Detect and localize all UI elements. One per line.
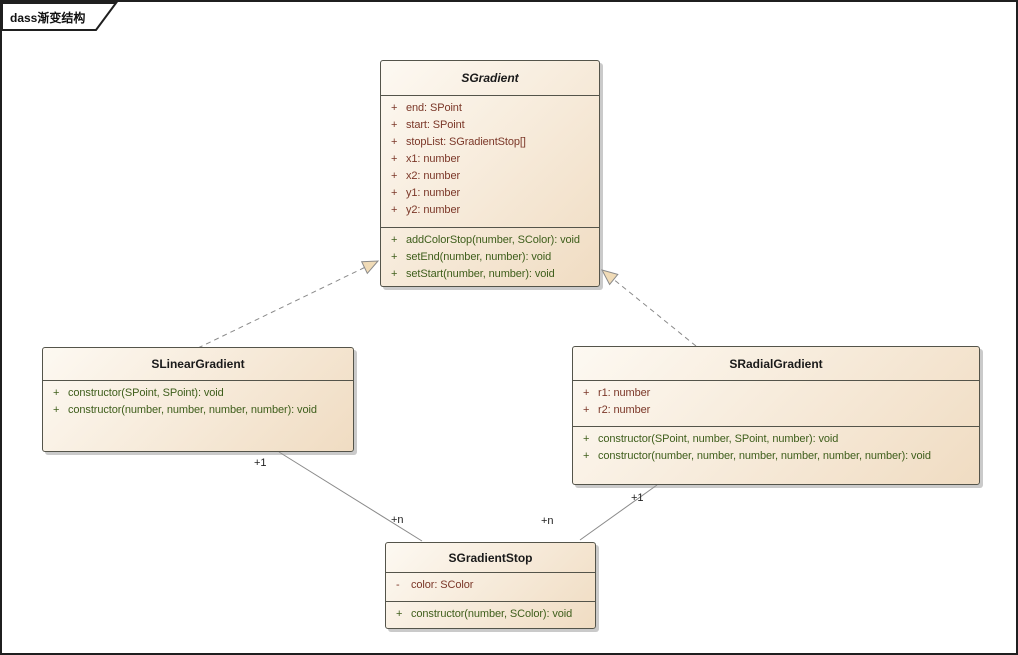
attribute-text: stopList: SGradientStop[]	[406, 136, 526, 148]
visibility-sign: +	[583, 450, 590, 462]
attribute-text: x2: number	[406, 170, 461, 182]
method-row[interactable]: + constructor(SPoint, number, SPoint, num…	[583, 431, 975, 448]
attribute-row[interactable]: + stopList: SGradientStop[]	[391, 134, 595, 151]
visibility-sign: -	[396, 579, 400, 591]
multiplicity-label-radial-source: +1	[631, 492, 644, 504]
multiplicity-label-linear-source: +1	[254, 457, 267, 469]
class-box-slineargradient[interactable]: SLinearGradient + constructor(SPoint, SPo…	[42, 347, 354, 452]
visibility-sign: +	[391, 170, 398, 182]
class-name: SRadialGradient	[729, 356, 823, 371]
frame-tab-label: dass渐变结构	[10, 11, 86, 25]
method-row[interactable]: + constructor(SPoint, SPoint): void	[53, 385, 349, 402]
method-text: constructor(SPoint, number, SPoint, numb…	[598, 433, 839, 445]
class-box-sgradientstop[interactable]: SGradientStop -color: SColor + constructo…	[385, 542, 596, 629]
method-text: setStart(number, number): void	[406, 268, 555, 280]
attribute-text: y1: number	[406, 187, 461, 199]
multiplicity-label-linear-target: +n	[391, 514, 404, 526]
visibility-sign: +	[391, 153, 398, 165]
attribute-text: y2: number	[406, 204, 461, 216]
class-name: SLinearGradient	[151, 357, 245, 371]
visibility-sign: +	[391, 204, 398, 216]
attribute-text: color: SColor	[411, 579, 474, 591]
method-row[interactable]: + constructor(number, number, number, num…	[583, 448, 975, 465]
attributes-compartment: + r1: number + r2: number	[573, 380, 979, 426]
attribute-row[interactable]: + y2: number	[391, 202, 595, 219]
visibility-sign: +	[53, 404, 60, 416]
class-title: SRadialGradient	[573, 347, 979, 380]
visibility-sign: +	[53, 387, 60, 399]
method-text: constructor(number, number, number, numb…	[598, 450, 931, 462]
attribute-row[interactable]: + start: SPoint	[391, 117, 595, 134]
method-text: constructor(number, SColor): void	[411, 608, 573, 620]
attribute-text: r1: number	[598, 387, 651, 399]
attributes-compartment: -color: SColor	[386, 572, 595, 601]
class-title: SGradientStop	[386, 543, 595, 572]
attribute-text: start: SPoint	[406, 119, 465, 131]
visibility-sign: +	[391, 234, 398, 246]
method-row[interactable]: + addColorStop(number, SColor): void	[391, 232, 595, 249]
method-text: constructor(SPoint, SPoint): void	[68, 387, 224, 399]
attribute-row[interactable]: + x1: number	[391, 151, 595, 168]
attribute-text: x1: number	[406, 153, 461, 165]
class-name: SGradient	[461, 71, 519, 85]
methods-compartment: + constructor(SPoint, SPoint): void + cons…	[43, 380, 353, 451]
method-row[interactable]: + constructor(number, number, number, num…	[53, 402, 349, 419]
visibility-sign: +	[396, 608, 403, 620]
class-name: SGradientStop	[448, 550, 533, 565]
visibility-sign: +	[583, 433, 590, 445]
methods-compartment: + constructor(number, SColor): void	[386, 601, 595, 628]
methods-compartment: + addColorStop(number, SColor): void + set…	[381, 227, 599, 286]
association-radial-to-stop[interactable]	[579, 484, 658, 541]
generalization-arrowhead-right-icon	[601, 269, 619, 286]
attribute-row[interactable]: + r1: number	[583, 385, 975, 402]
visibility-sign: +	[391, 268, 398, 280]
visibility-sign: +	[391, 251, 398, 263]
visibility-sign: +	[391, 119, 398, 131]
attribute-row[interactable]: + r2: number	[583, 402, 975, 419]
class-title: SLinearGradient	[43, 348, 353, 380]
class-title: SGradient	[381, 61, 599, 95]
multiplicity-label-radial-target: +n	[541, 515, 554, 527]
association-linear-to-stop[interactable]	[278, 451, 423, 542]
method-row[interactable]: + setEnd(number, number): void	[391, 249, 595, 266]
method-text: setEnd(number, number): void	[406, 251, 552, 263]
class-box-sgradient[interactable]: SGradient + end: SPoint + start: SPoint + s…	[380, 60, 600, 287]
method-text: addColorStop(number, SColor): void	[406, 234, 580, 246]
visibility-sign: +	[391, 136, 398, 148]
attribute-row[interactable]: + end: SPoint	[391, 100, 595, 117]
method-text: constructor(number, number, number, numb…	[68, 404, 317, 416]
method-row[interactable]: + setStart(number, number): void	[391, 266, 595, 283]
generalization-radial-to-sgradient[interactable]	[613, 279, 697, 347]
visibility-sign: +	[391, 187, 398, 199]
attribute-row[interactable]: -color: SColor	[396, 577, 591, 594]
class-box-sradialgradient[interactable]: SRadialGradient +r1: number +r2: number …	[572, 346, 980, 485]
attribute-row[interactable]: + x2: number	[391, 168, 595, 185]
visibility-sign: +	[583, 404, 590, 416]
attribute-row[interactable]: + y1: number	[391, 185, 595, 202]
methods-compartment: + constructor(SPoint, number, SPoint, num…	[573, 426, 979, 484]
attribute-text: r2: number	[598, 404, 651, 416]
visibility-sign: +	[583, 387, 590, 399]
attribute-text: end: SPoint	[406, 102, 462, 114]
method-row[interactable]: + constructor(number, SColor): void	[396, 606, 591, 623]
visibility-sign: +	[391, 102, 398, 114]
generalization-linear-to-sgradient[interactable]	[197, 267, 365, 349]
attributes-compartment: + end: SPoint + start: SPoint + stopList: S…	[381, 95, 599, 227]
